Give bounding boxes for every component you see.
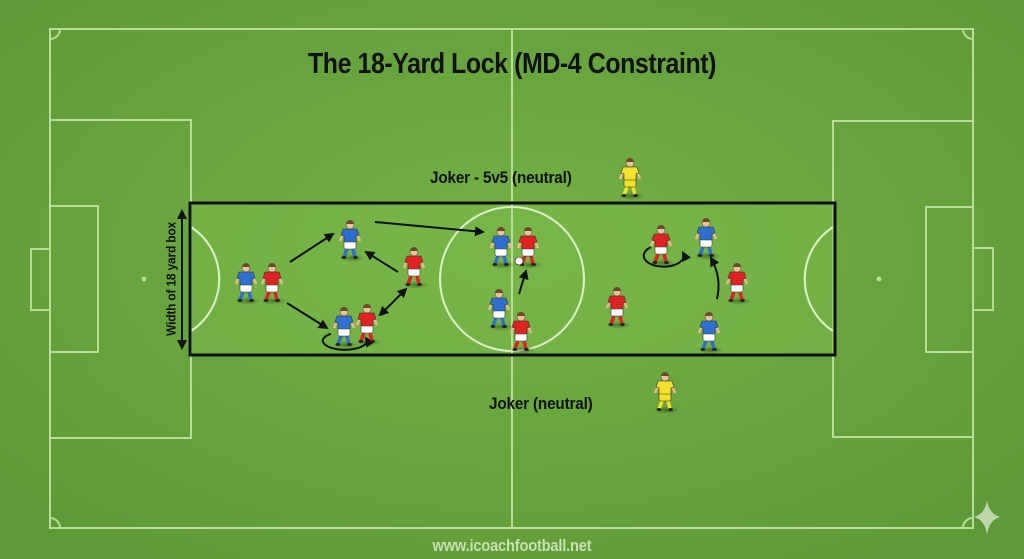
red-player (516, 227, 543, 269)
right-penalty-spot (876, 276, 882, 282)
pass-arrow (289, 232, 335, 263)
red-player (605, 287, 632, 329)
corner-arc-tl (49, 28, 61, 40)
pitch-markings (30, 28, 994, 529)
ball (514, 256, 524, 266)
joker-player (618, 158, 645, 200)
corner-arc-br (962, 517, 974, 529)
corner-arc-tr (962, 28, 974, 40)
joker-player (653, 372, 680, 414)
left-arc-in-grid (190, 226, 221, 332)
red-player (649, 225, 676, 267)
blue-player (234, 263, 261, 305)
right-goal (972, 247, 994, 311)
red-player (260, 263, 287, 305)
left-goal (30, 248, 51, 311)
blue-player (697, 312, 724, 354)
diagram-title: The 18-Yard Lock (MD-4 Constraint) (307, 48, 717, 80)
right-arc-in-grid (803, 226, 834, 332)
pass-arrow (518, 269, 529, 295)
red-player (509, 312, 536, 354)
sparkle-icon (974, 500, 1000, 535)
blue-player (332, 307, 359, 349)
pass-arrow (364, 250, 399, 273)
red-player (725, 263, 752, 305)
watermark-url: www.icoachfootball.net (432, 536, 592, 555)
double-arrow (378, 287, 408, 317)
pass-arrow (710, 256, 720, 300)
red-player (402, 247, 429, 289)
pass-arrow (286, 302, 329, 330)
box-width-label: Width of 18 yard box (163, 222, 179, 336)
blue-player (487, 289, 514, 331)
blue-player (489, 227, 516, 269)
joker-bottom-label: Joker (neutral) (489, 394, 593, 413)
left-penalty-spot (141, 276, 147, 282)
red-player (355, 304, 382, 346)
blue-player (338, 220, 365, 262)
players (234, 158, 752, 414)
blue-player (694, 218, 721, 260)
grid-area-border (188, 201, 837, 357)
pass-arrow (374, 221, 485, 237)
joker-top-label: Joker - 5v5 (neutral) (430, 168, 572, 187)
corner-arc-bl (49, 517, 61, 529)
